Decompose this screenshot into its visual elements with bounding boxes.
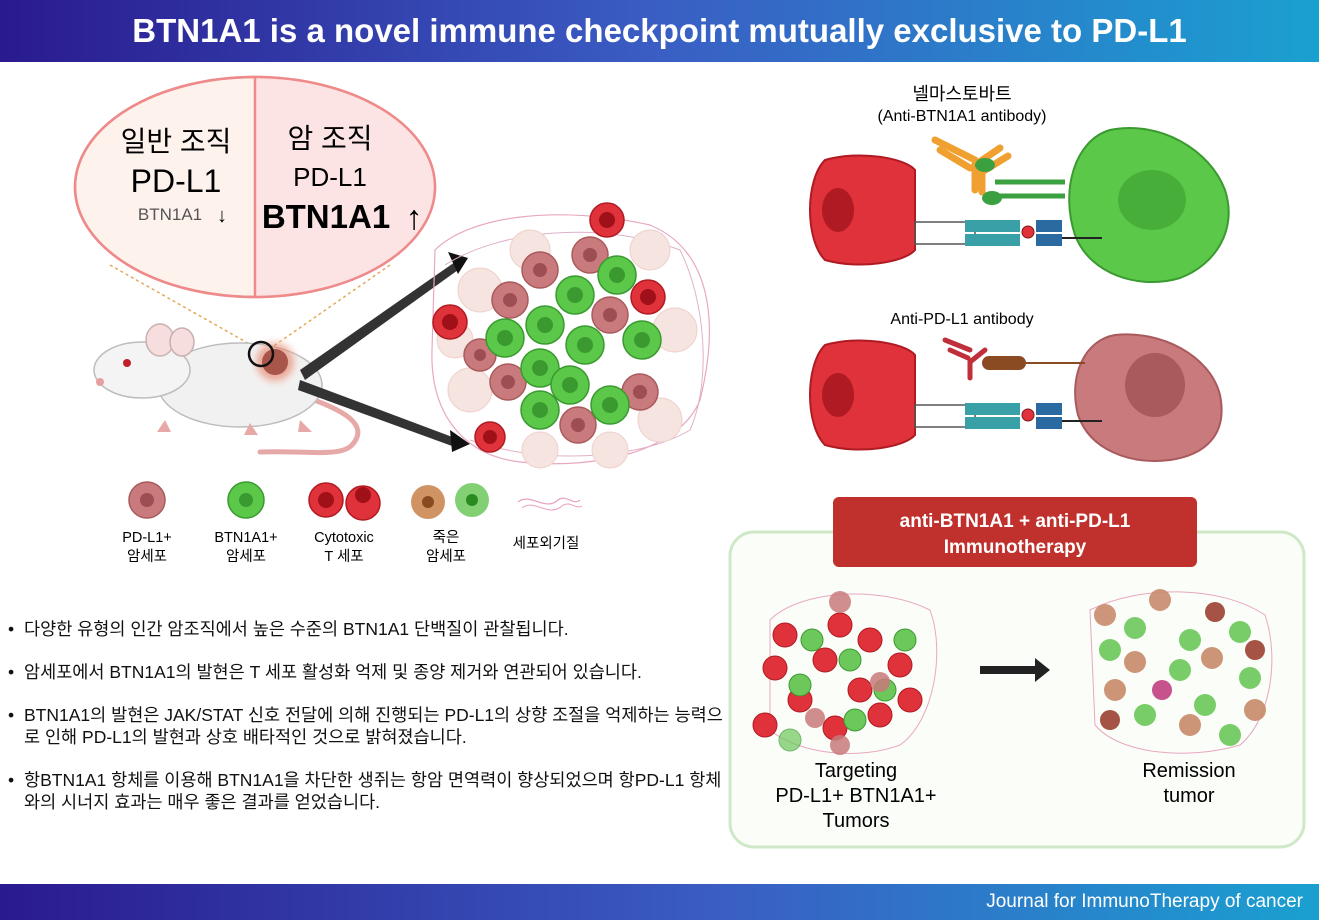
remission-tumor-illustration: [1089, 589, 1273, 754]
therapy-arrow: [980, 658, 1050, 682]
finding-item: 항BTN1A1 항체를 이용해 BTN1A1을 차단한 생쥐는 항암 면역력이 …: [8, 769, 728, 813]
therapy-badge: [833, 497, 1197, 567]
btn1a1-blockade-diagram: [809, 127, 1230, 283]
page-title: BTN1A1 is a novel immune checkpoint mutu…: [132, 12, 1187, 49]
antibody-bottom-label: Anti-PD-L1 antibody: [890, 311, 1033, 328]
cancer-pdl1-label: PD-L1: [293, 162, 367, 192]
legend-pdl1-line2: 암세포: [127, 548, 167, 565]
antibody-top-label: 넬마스토바트: [912, 84, 1011, 104]
zoom-arrows: [298, 252, 470, 452]
legend-ecm: 세포외기질: [513, 535, 580, 552]
right-caption-line2: tumor: [1163, 785, 1214, 807]
normal-pdl1-label: PD-L1: [131, 163, 222, 199]
normal-tissue-heading: 일반 조직: [121, 126, 232, 157]
therapy-badge-line2: Immunotherapy: [944, 537, 1087, 558]
left-caption-line2: PD-L1+ BTN1A1+: [775, 785, 936, 807]
legend-dead-line2: 암세포: [426, 548, 466, 565]
finding-item: 암세포에서 BTN1A1의 발현은 T 세포 활성화 억제 및 종양 제거와 연…: [8, 661, 728, 683]
targeted-tumor-illustration: [752, 591, 938, 755]
down-arrow-icon: ↓: [217, 205, 227, 227]
legend-pdl1-line1: PD-L1+: [122, 530, 172, 546]
legend-tcell-line2: T 세포: [324, 548, 363, 565]
left-caption-line1: Targeting: [815, 760, 897, 782]
mouse-illustration: [93, 323, 361, 456]
diagram-canvas: 일반 조직 PD-L1 BTN1A1 ↓ 암 조직 PD-L1 BTN1A1 ↑: [73, 75, 1306, 849]
left-caption-line3: Tumors: [822, 810, 889, 832]
legend-tcell-line1: Cytotoxic: [314, 530, 374, 546]
antibody-top-sublabel: (Anti-BTN1A1 antibody): [878, 108, 1047, 125]
findings-list: 다양한 유형의 인간 암조직에서 높은 수준의 BTN1A1 단백질이 관찰됩니…: [8, 618, 728, 834]
therapy-badge-line1: anti-BTN1A1 + anti-PD-L1: [900, 511, 1131, 532]
legend-btn-line1: BTN1A1+: [214, 530, 277, 546]
pdl1-blockade-diagram: [809, 333, 1223, 462]
right-caption-line1: Remission: [1142, 760, 1235, 782]
legend-btn-line2: 암세포: [226, 548, 266, 565]
cancer-tissue-heading: 암 조직: [287, 123, 372, 154]
finding-item: BTN1A1의 발현은 JAK/STAT 신호 전달에 의해 진행되는 PD-L…: [8, 704, 728, 748]
up-arrow-icon: ↑: [406, 199, 423, 237]
tumor-microenvironment: [431, 202, 710, 469]
footer-bar: [0, 884, 1319, 920]
normal-btn-label: BTN1A1: [138, 205, 202, 224]
cancer-btn-label: BTN1A1: [262, 198, 390, 235]
legend-dead-line1: 죽은: [433, 530, 460, 546]
legend-icons: [128, 481, 583, 521]
tissue-comparison-callout: [73, 75, 437, 351]
journal-source: Journal for ImmunoTherapy of cancer: [986, 891, 1303, 912]
finding-item: 다양한 유형의 인간 암조직에서 높은 수준의 BTN1A1 단백질이 관찰됩니…: [8, 618, 728, 640]
title-bar: [0, 0, 1319, 62]
